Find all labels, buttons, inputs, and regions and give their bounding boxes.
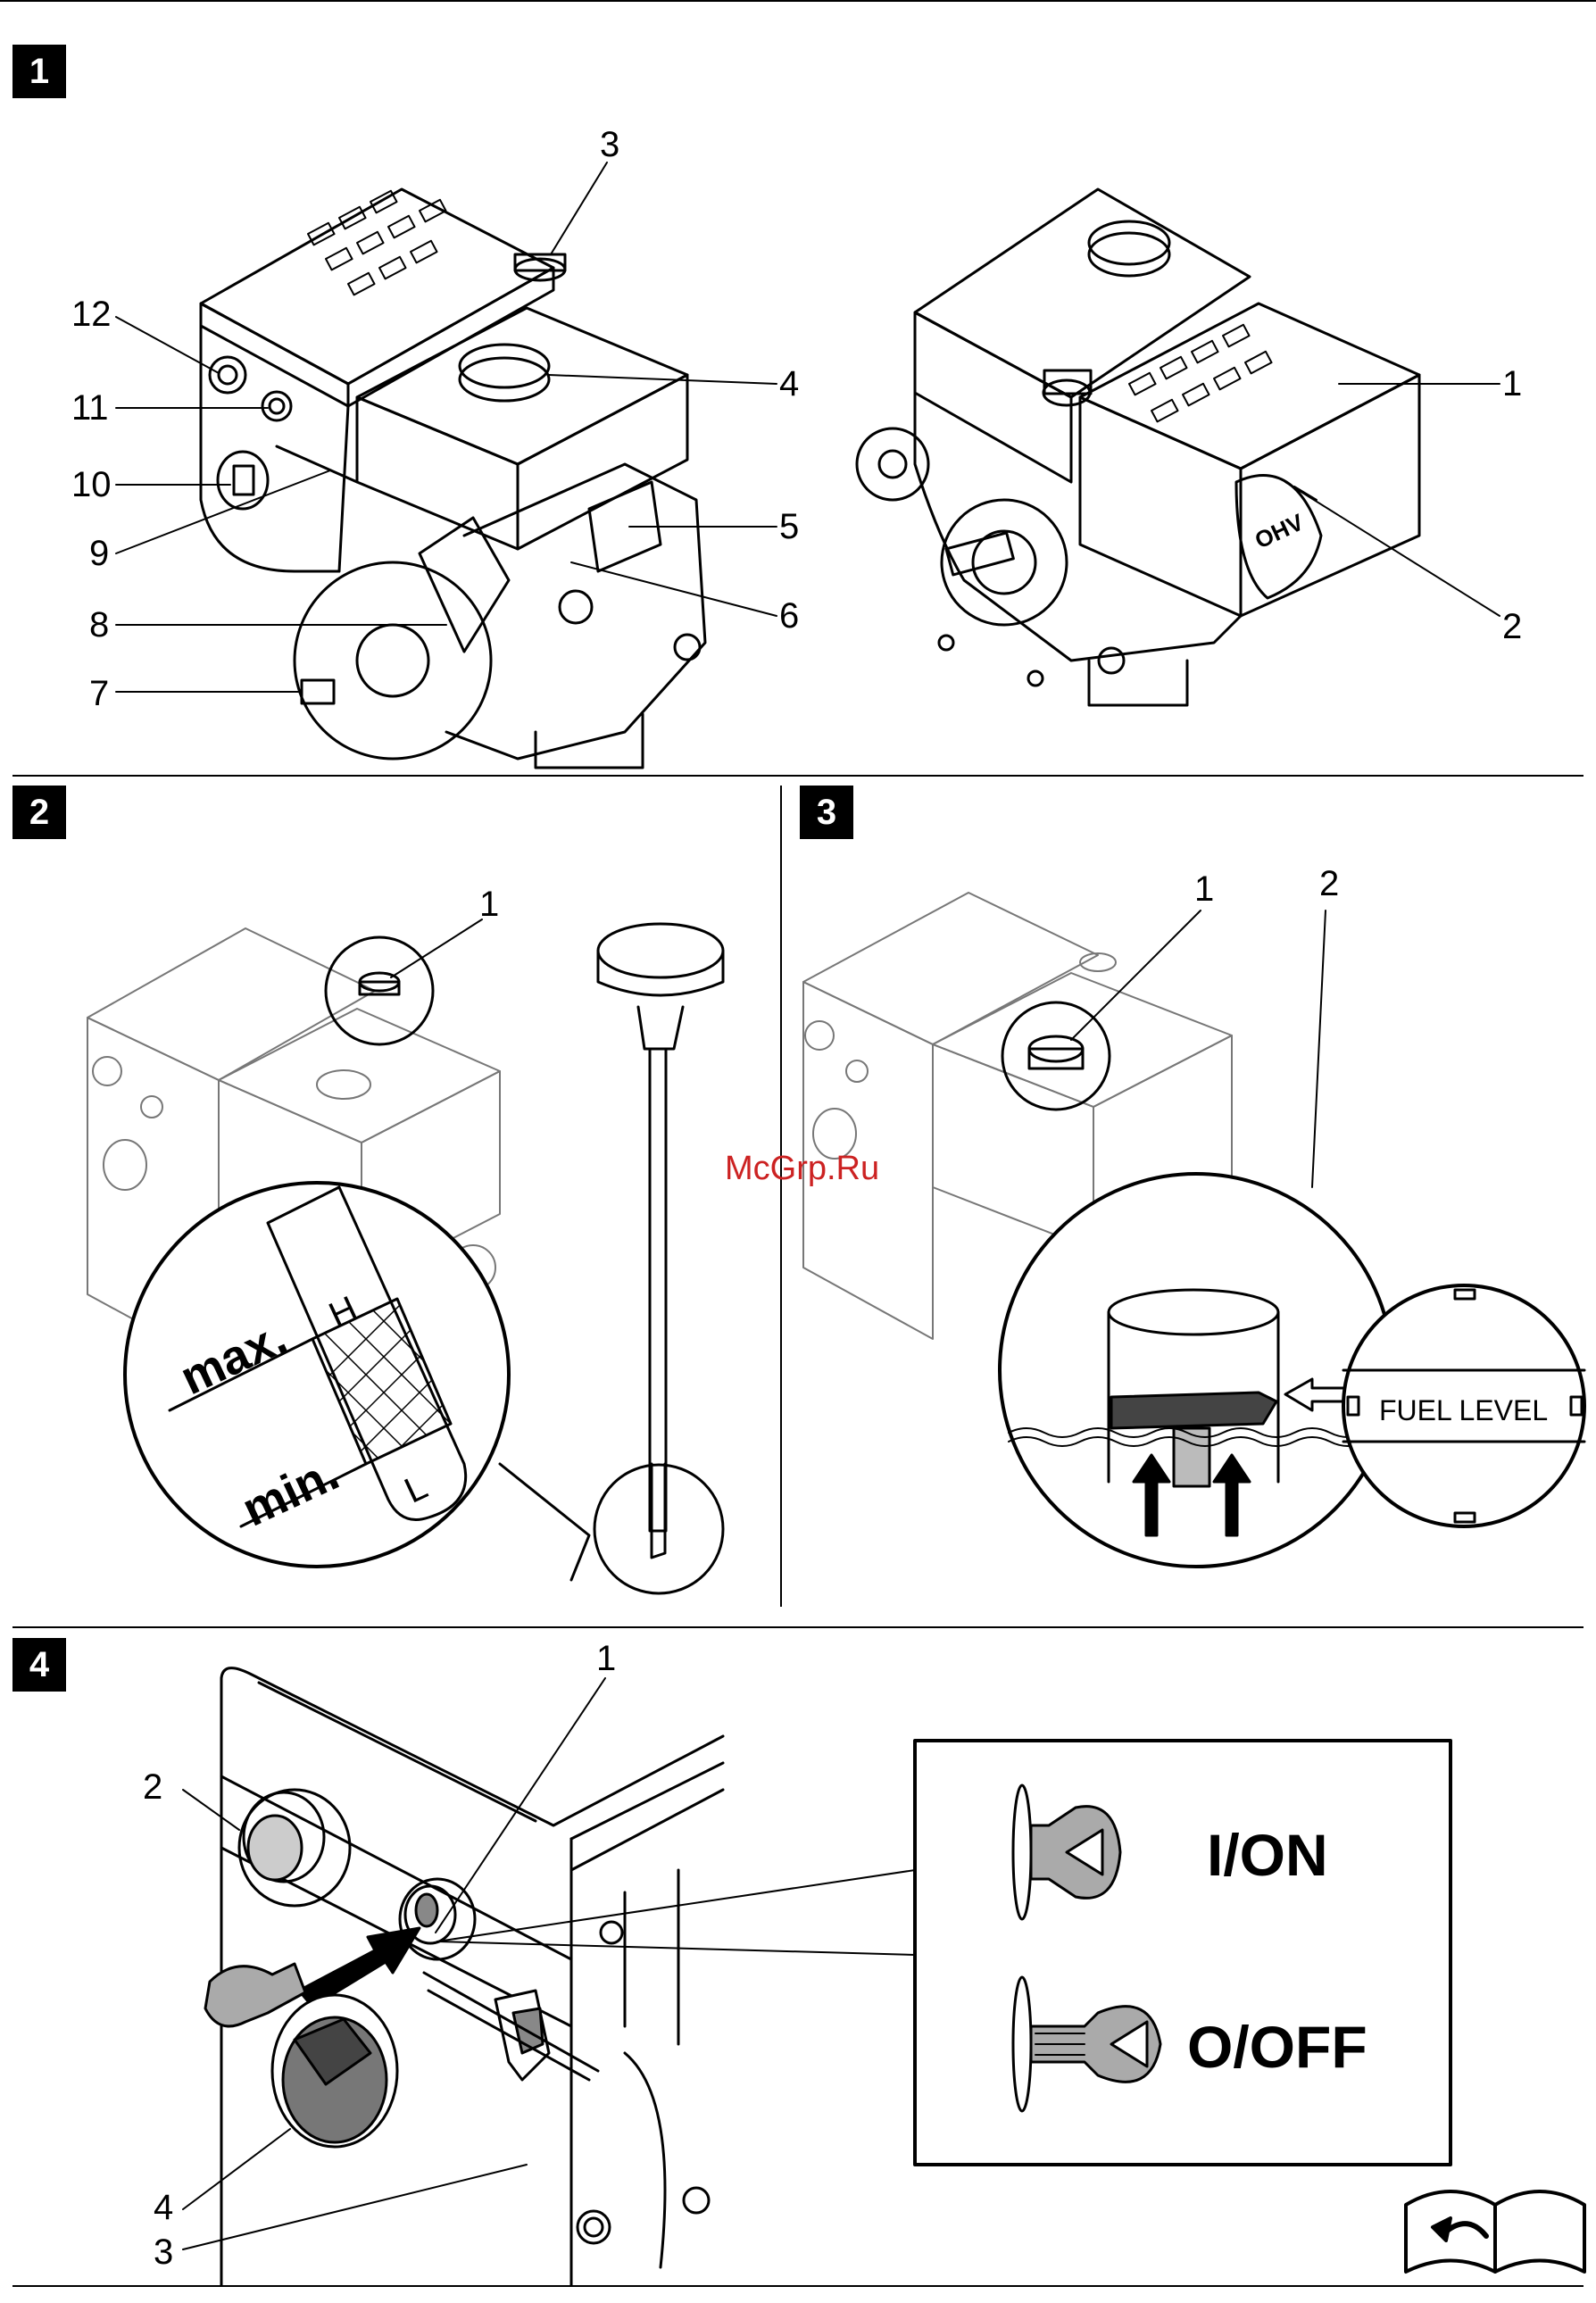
fig2-callout-1: 1 xyxy=(479,886,499,922)
fig1-callout-8: 8 xyxy=(89,607,109,643)
fig1-callout-1: 1 xyxy=(1502,366,1522,402)
fig1-callout-7: 7 xyxy=(89,676,109,711)
fig3-callout-2: 2 xyxy=(1319,866,1339,902)
fig1-callout-11: 11 xyxy=(71,390,109,426)
fig4-callout-1: 1 xyxy=(596,1641,616,1676)
fig1-callout-10: 10 xyxy=(71,467,112,503)
dipstick-icon xyxy=(594,924,723,1593)
fuel-level-label: FUEL LEVEL xyxy=(1379,1393,1548,1428)
fig4-callout-3: 3 xyxy=(154,2234,173,2270)
fig4-callout-4: 4 xyxy=(154,2190,173,2225)
fig3-callout-1: 1 xyxy=(1194,871,1214,907)
manual-book-icon xyxy=(1406,2191,1584,2272)
off-label: O/OFF xyxy=(1187,2013,1367,2081)
fuel-float-zoom-circle xyxy=(1000,1174,1392,1567)
fig1-callout-9: 9 xyxy=(89,536,109,571)
fig1-callout-12: 12 xyxy=(71,296,112,332)
watermark: McGrp.Ru xyxy=(725,1150,879,1188)
fig1-callout-2: 2 xyxy=(1502,609,1522,644)
control-panel-icon xyxy=(205,1668,723,2285)
engine-left-icon xyxy=(201,189,705,768)
fig1-callout-6: 6 xyxy=(779,598,799,634)
fig1-callout-5: 5 xyxy=(779,509,799,545)
engine-right-icon xyxy=(857,189,1419,705)
fig1-callout-4: 4 xyxy=(779,366,799,402)
key-on-icon xyxy=(1013,1785,1120,1919)
fig1-callout-3: 3 xyxy=(600,127,619,162)
on-label: I/ON xyxy=(1207,1821,1328,1889)
key-off-icon xyxy=(1013,1977,1160,2111)
ignition-inset-box xyxy=(915,1741,1451,2165)
fig4-callout-2: 2 xyxy=(143,1769,162,1805)
